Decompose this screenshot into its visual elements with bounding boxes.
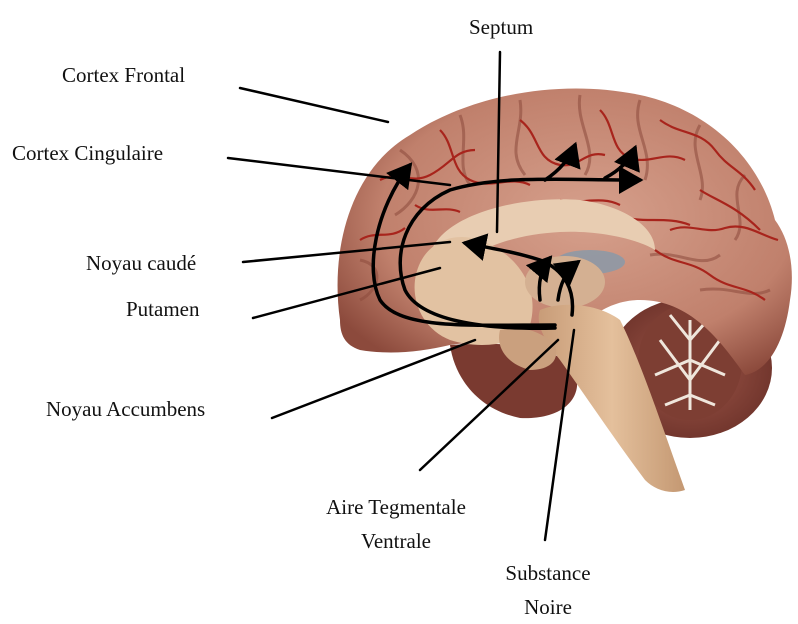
leader-cortex-frontal [240, 88, 388, 122]
label-aire-tegmentale-ventrale: Aire Tegmentale Ventrale [306, 490, 486, 558]
label-putamen: Putamen [126, 294, 200, 324]
label-noyau-caude: Noyau caudé [86, 248, 196, 278]
label-substance-noire-line2: Noire [488, 590, 608, 624]
label-substance-noire: Substance Noire [488, 556, 608, 624]
label-aire-tegmentale-line2: Ventrale [306, 524, 486, 558]
label-noyau-accumbens: Noyau Accumbens [46, 394, 205, 424]
label-cortex-frontal: Cortex Frontal [62, 60, 185, 90]
label-septum: Septum [469, 12, 533, 42]
label-substance-noire-line1: Substance [488, 556, 608, 590]
label-cortex-cingulaire: Cortex Cingulaire [12, 138, 163, 168]
label-aire-tegmentale-line1: Aire Tegmentale [306, 490, 486, 524]
